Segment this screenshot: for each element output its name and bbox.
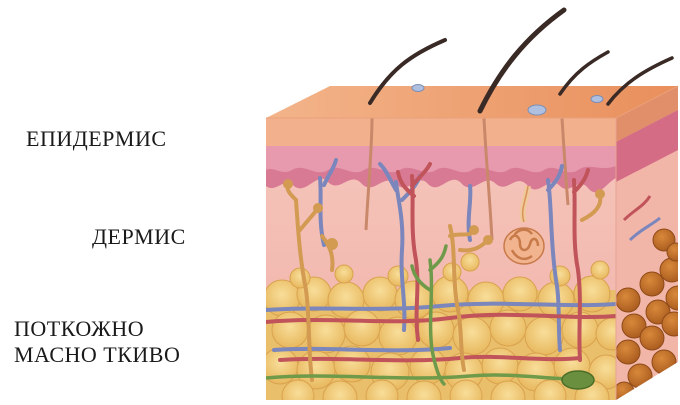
subcutaneous-label-line2: МАСНО ТКИВО	[14, 342, 180, 368]
epidermis-label: ЕПИДЕРМИС	[26, 126, 167, 152]
epidermis-top-surface	[266, 86, 678, 118]
nerve-ganglion	[562, 371, 594, 389]
dermis-label: ДЕРМИС	[92, 224, 186, 250]
pore	[591, 96, 603, 103]
pore	[412, 85, 424, 92]
subcutaneous-label-line1: ПОТКОЖНО	[14, 316, 180, 342]
subcutaneous-fat-label: ПОТКОЖНО МАСНО ТКИВО	[14, 316, 180, 369]
pore	[528, 105, 546, 115]
